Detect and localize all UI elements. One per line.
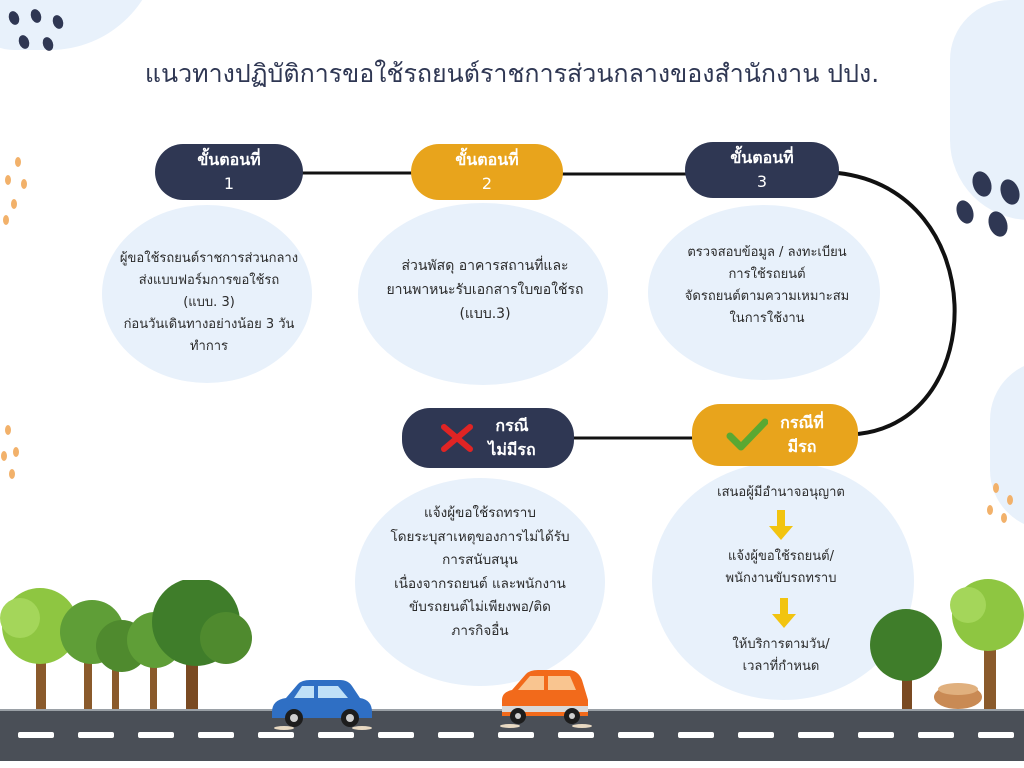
has-car-label-line2: มีรถ (787, 437, 817, 456)
lane-marking (498, 732, 534, 738)
no-car-label-line2: ไม่มีรถ (488, 440, 536, 459)
step-3-description: ตรวจสอบข้อมูล / ลงทะเบียน การใช้รถยนต์ จ… (662, 242, 872, 330)
lane-marking (678, 732, 714, 738)
no-car-line: ภารกิจอื่น (451, 622, 509, 639)
step-3-label-number: 3 (756, 172, 768, 191)
step-1-bubble (102, 205, 312, 383)
step-2-line: (แบบ.3) (459, 306, 511, 322)
lane-marking (798, 732, 834, 738)
step-1-line: ผู้ขอใช้รถยนต์ราชการส่วนกลาง (119, 251, 299, 266)
check-icon (726, 418, 769, 451)
lane-marking (618, 732, 654, 738)
lane-marking (78, 732, 114, 738)
no-car-line: การสนับสนุน (442, 552, 518, 568)
orange-car-icon (500, 670, 592, 728)
has-car-flow-line: พนักงานขับรถทราบ (725, 571, 837, 586)
lane-marking (558, 732, 594, 738)
no-car-label-line1: กรณี (495, 416, 529, 435)
no-car-line: เนื่องจากรถยนต์ และพนักงาน (394, 575, 566, 592)
lane-marking (258, 732, 294, 738)
lane-marking (858, 732, 894, 738)
trees-illustration-left (0, 580, 252, 712)
blue-car-icon (272, 680, 372, 730)
step-1-label: ขั้นตอนที่ 1 (155, 144, 303, 200)
has-car-flow-line: เวลาที่กำหนด (742, 659, 820, 674)
has-car-flow-step-2: แจ้งผู้ขอใช้รถยนต์/ พนักงานขับรถทราบ (676, 546, 886, 590)
step-2-bubble (358, 203, 608, 385)
step-2-line: ส่วนพัสดุ อาคารสถานที่และ (401, 258, 569, 274)
lane-marking (378, 732, 414, 738)
step-3-line: การใช้รถยนต์ (728, 267, 806, 282)
step-1-description: ผู้ขอใช้รถยนต์ราชการส่วนกลาง ส่งแบบฟอร์ม… (104, 248, 314, 358)
no-car-label: กรณี ไม่มีรถ (402, 408, 574, 468)
page-title: แนวทางปฏิบัติการขอใช้รถยนต์ราชการส่วนกลา… (144, 59, 880, 88)
lane-marking (318, 732, 354, 738)
lane-marking (138, 732, 174, 738)
has-car-flow-step-1: เสนอผู้มีอำนาจอนุญาต (717, 485, 845, 500)
lane-marking (978, 732, 1014, 738)
step-3-bubble (648, 205, 880, 380)
has-car-label-line1: กรณีที่ (780, 413, 824, 432)
has-car-label: กรณีที่ มีรถ (692, 404, 858, 466)
lane-marking (438, 732, 474, 738)
lane-marking (918, 732, 954, 738)
has-car-flow-line: แจ้งผู้ขอใช้รถยนต์/ (727, 549, 834, 564)
lane-marking (198, 732, 234, 738)
step-3-line: ตรวจสอบข้อมูล / ลงทะเบียน (687, 245, 847, 260)
step-3-line: จัดรถยนต์ตามความเหมาะสม (684, 289, 850, 304)
no-car-description: แจ้งผู้ขอใช้รถทราบ โดยระบุสาเหตุของการไม… (364, 502, 596, 643)
step-2-line: ยานพาหนะรับเอกสารใบขอใช้รถ (386, 282, 584, 298)
step-1-line: ส่งแบบฟอร์มการขอใช้รถ (138, 273, 280, 288)
step-2-label: ขั้นตอนที่ 2 (411, 144, 563, 200)
lane-marking (738, 732, 774, 738)
step-2-label-title: ขั้นตอนที่ (455, 150, 519, 169)
step-3-line: ในการใช้งาน (729, 311, 805, 326)
has-car-flow-step-3: ให้บริการตามวัน/ เวลาที่กำหนด (676, 634, 886, 678)
no-car-line: ขับรถยนต์ไม่เพียงพอ/ติด (409, 599, 551, 615)
cross-icon (441, 424, 474, 452)
step-1-line: ทำการ (189, 339, 229, 354)
no-car-line: แจ้งผู้ขอใช้รถทราบ (424, 505, 536, 521)
step-3-label: ขั้นตอนที่ 3 (685, 142, 839, 198)
step-1-label-title: ขั้นตอนที่ (197, 150, 261, 169)
has-car-bubble (652, 462, 914, 700)
lane-marking (18, 732, 54, 738)
step-2-label-number: 2 (481, 174, 493, 193)
step-1-line: ก่อนวันเดินทางอย่างน้อย 3 วัน (123, 317, 295, 332)
arrow-down-icon (769, 510, 793, 540)
step-1-label-number: 1 (223, 174, 235, 193)
step-3-label-title: ขั้นตอนที่ (730, 148, 794, 167)
step-1-line: (แบบ. 3) (183, 295, 235, 310)
no-car-bubble (355, 478, 605, 686)
arrow-down-icon (772, 598, 796, 628)
no-car-line: โดยระบุสาเหตุของการไม่ได้รับ (390, 528, 570, 545)
step-2-description: ส่วนพัสดุ อาคารสถานที่และ ยานพาหนะรับเอก… (378, 254, 592, 326)
trees-illustration-right (870, 579, 1024, 711)
has-car-flow-line: ให้บริการตามวัน/ (732, 637, 830, 652)
